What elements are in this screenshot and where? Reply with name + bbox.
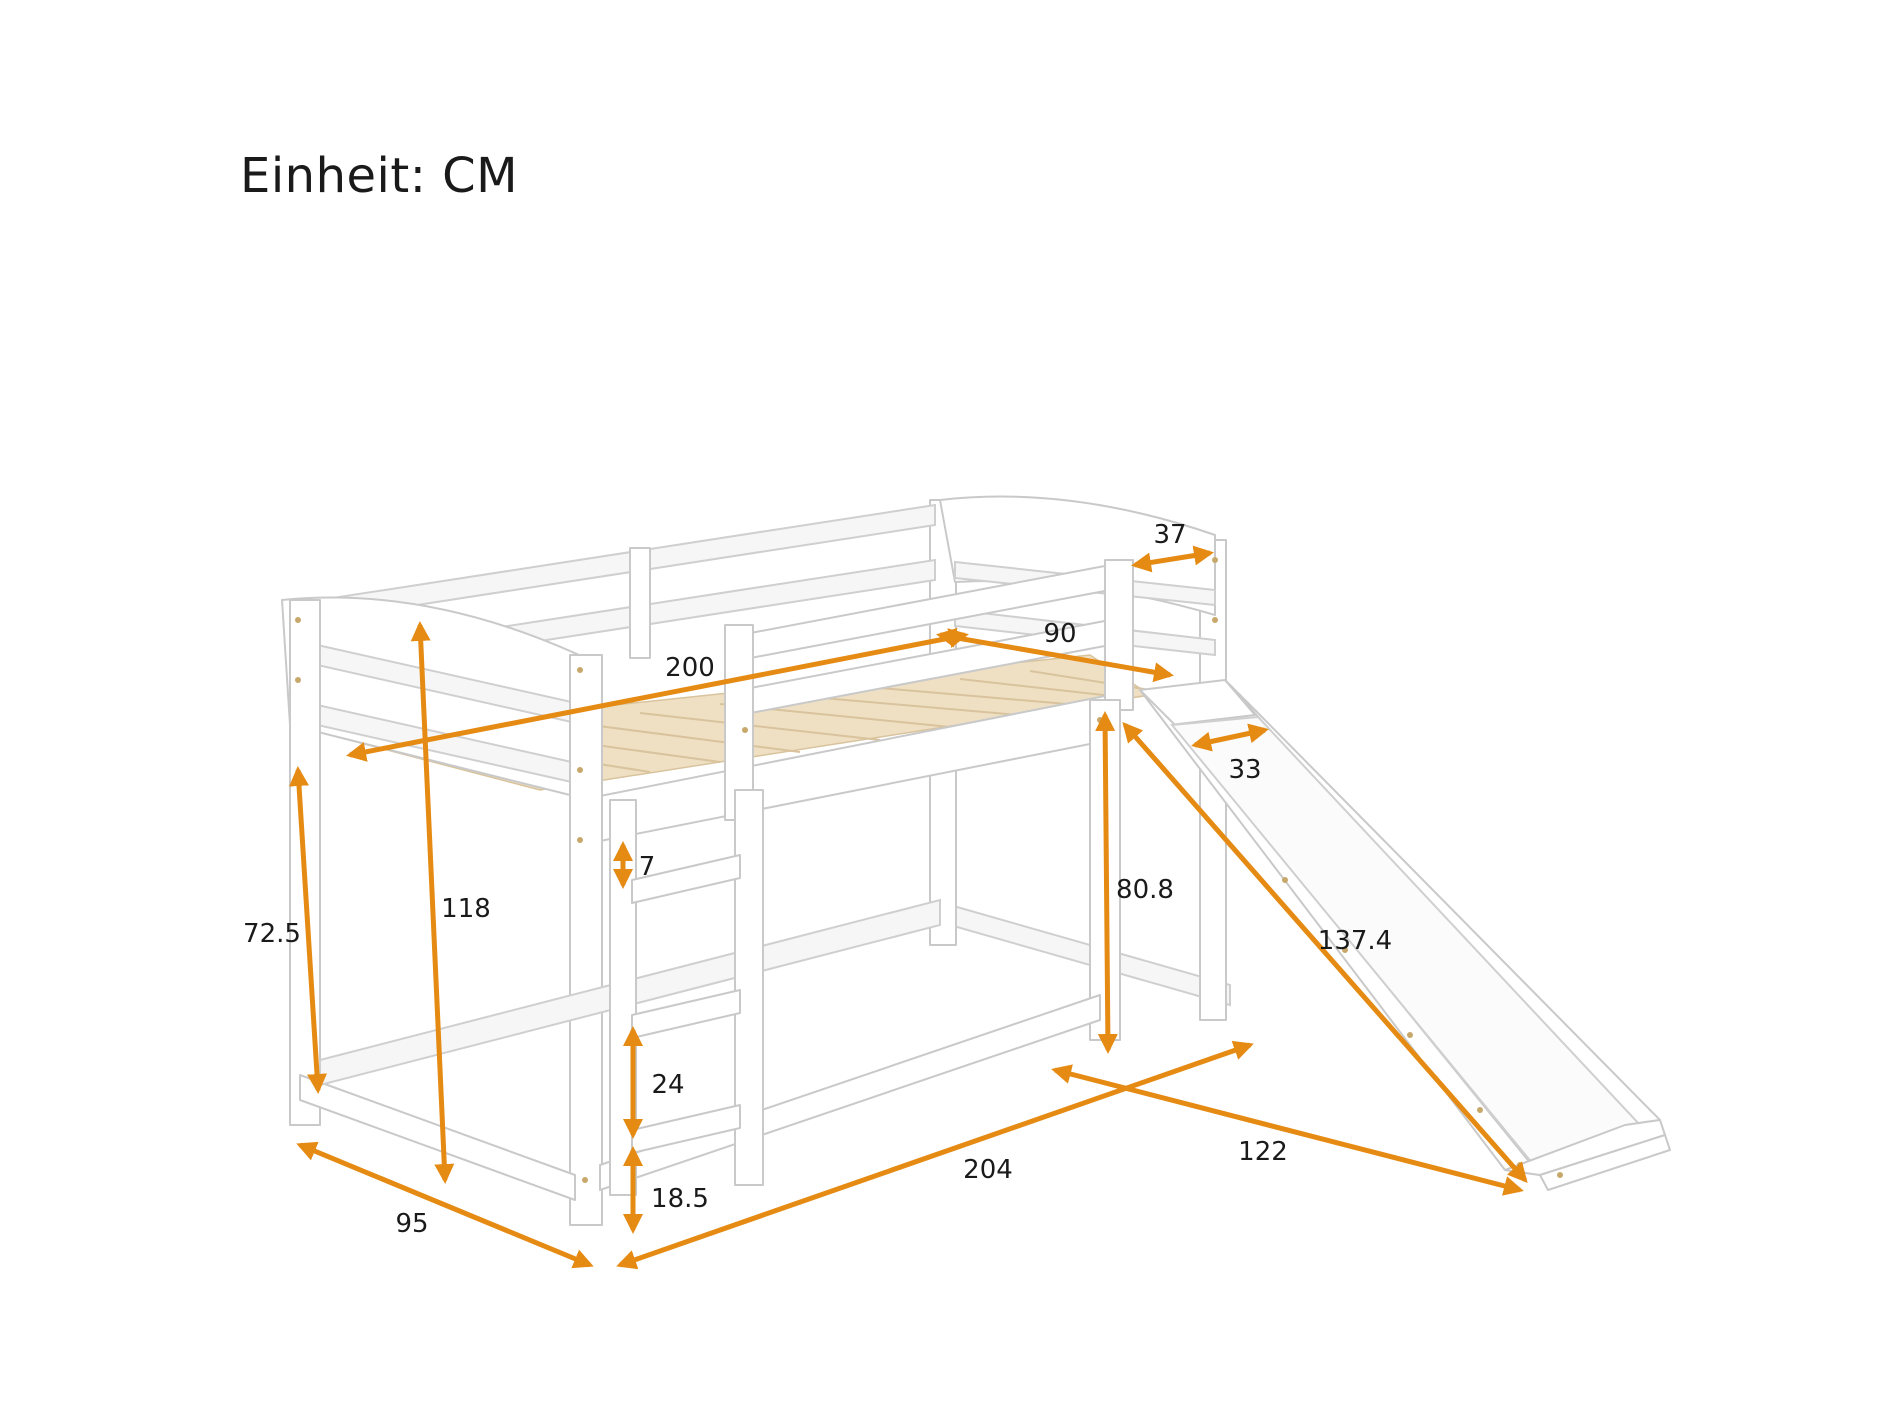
dim-label-122: 122 bbox=[1238, 1137, 1288, 1167]
front-guard-post-right bbox=[1104, 559, 1134, 711]
dimension-labels: 37 90 200 33 7 118 72.5 80.8 137.4 24 18… bbox=[243, 520, 1392, 1239]
dim-arrow-72-5 bbox=[289, 766, 327, 1094]
dim-label-137-4: 137.4 bbox=[1318, 926, 1392, 956]
dim-label-18-5: 18.5 bbox=[651, 1184, 709, 1214]
dim-label-118: 118 bbox=[441, 894, 491, 924]
leg-front-left bbox=[569, 654, 603, 1226]
dim-label-33: 33 bbox=[1228, 755, 1261, 785]
dim-arrow-122 bbox=[1051, 1064, 1524, 1196]
dim-label-90: 90 bbox=[1043, 619, 1076, 649]
dim-label-80-8: 80.8 bbox=[1116, 875, 1174, 905]
dimension-lines bbox=[289, 545, 1528, 1270]
dim-label-200: 200 bbox=[665, 653, 715, 683]
dim-arrow-37 bbox=[1131, 545, 1214, 573]
bed-illustration bbox=[281, 495, 1671, 1226]
dim-label-95: 95 bbox=[395, 1209, 428, 1239]
dim-arrow-118 bbox=[410, 621, 455, 1184]
dim-label-37: 37 bbox=[1153, 520, 1186, 550]
unit-title: Einheit: CM bbox=[240, 148, 519, 204]
dim-label-204: 204 bbox=[963, 1155, 1013, 1185]
dim-arrow-204 bbox=[616, 1040, 1254, 1270]
dim-arrow-95 bbox=[296, 1141, 594, 1269]
dim-label-72-5: 72.5 bbox=[243, 919, 301, 949]
dim-arrow-80-8 bbox=[1095, 711, 1118, 1054]
dim-arrow-90 bbox=[936, 627, 1174, 683]
dim-label-7: 7 bbox=[639, 852, 656, 882]
dim-label-24: 24 bbox=[651, 1070, 684, 1100]
